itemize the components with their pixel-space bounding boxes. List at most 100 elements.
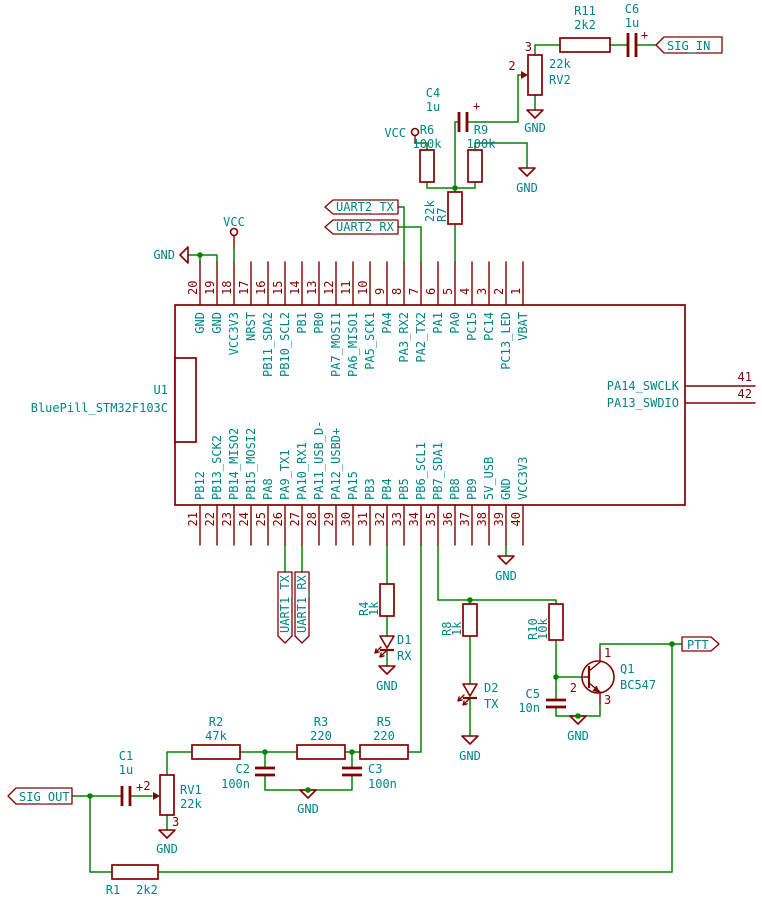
pin-number: 11	[339, 281, 353, 295]
pin-name: VCC3V3	[516, 457, 530, 500]
resistor-r1[interactable]: R1 2k2	[106, 864, 159, 897]
potentiometer-rv1[interactable]: 2 3 RV1 22k	[143, 774, 202, 829]
reference: C3	[368, 762, 382, 776]
pin-name: PA10_RX1	[295, 442, 309, 500]
capacitor-c6[interactable]: + C6 1u	[625, 2, 648, 57]
resistor-body	[296, 744, 346, 760]
power-vcc-r6[interactable]: VCC	[384, 126, 420, 144]
capacitor-c1[interactable]: + C1 1u	[119, 749, 143, 806]
value: 22k	[423, 200, 437, 222]
led-d2[interactable]: D2 TX	[457, 681, 499, 711]
pin-name: PB7_SDA1	[431, 442, 445, 500]
value: TX	[484, 697, 499, 711]
resistor-r8[interactable]: R8 1k	[440, 603, 478, 637]
reference: C6	[625, 2, 639, 16]
pin-number: 36	[441, 512, 455, 526]
power-gnd-rv2[interactable]: GND	[524, 109, 546, 135]
resistor-r7[interactable]: 22k R7	[423, 191, 463, 225]
vcc-symbol	[229, 227, 239, 237]
net-label-sig-in[interactable]: SIG_IN	[655, 36, 723, 54]
pin-name: PA2_TX2	[414, 312, 428, 363]
pin-number: 34	[407, 512, 421, 526]
value: 220	[373, 729, 395, 743]
label-outline	[655, 36, 723, 54]
resistor-r3[interactable]: R3 220	[296, 715, 346, 760]
potentiometer-rv2[interactable]: 3 2 22k RV2	[508, 40, 571, 96]
net-label-uart1-rx[interactable]: UART1_RX	[294, 571, 310, 644]
led-triangle	[379, 635, 395, 649]
capacitor-c4[interactable]: + C4 1u	[426, 86, 480, 132]
power-gnd-pin39[interactable]: GND	[495, 555, 517, 583]
gnd-symbol	[497, 555, 515, 565]
power-gnd-rv1[interactable]: GND	[156, 829, 178, 856]
pin-name: PA12_USBD+	[329, 428, 343, 500]
resistor-r2[interactable]: R2 47k	[191, 715, 241, 760]
resistor-r10[interactable]: R10 10k	[526, 603, 564, 641]
pin-number: 2	[508, 59, 515, 73]
pin-number: 39	[492, 512, 506, 526]
pin-name: PB10_SCL2	[278, 312, 292, 377]
power-gnd-top-left[interactable]: GND	[153, 246, 189, 264]
reference: R9	[474, 123, 488, 137]
pin-number: 38	[475, 512, 489, 526]
resistor-r6[interactable]: R6 100k	[413, 123, 443, 183]
pin-number: 3	[475, 288, 489, 295]
power-gnd-d1[interactable]: GND	[376, 665, 398, 693]
pin-name: PC13_LED	[499, 312, 513, 370]
power-gnd-d2[interactable]: GND	[459, 735, 481, 763]
reference: D2	[484, 681, 498, 695]
pin-name: PB12	[193, 471, 207, 500]
net-label-ptt[interactable]: PTT	[681, 636, 720, 652]
pin-number: 8	[390, 288, 404, 295]
net-label-text: UART2_TX	[336, 200, 395, 214]
reference: D1	[397, 633, 411, 647]
power-gnd-c2c3[interactable]: GND	[297, 789, 319, 816]
pin-number: 3	[525, 40, 532, 54]
pin-number: 1	[509, 288, 523, 295]
pin-number: 27	[288, 512, 302, 526]
capacitor-plates	[120, 786, 132, 806]
net-label-uart2-rx[interactable]: UART2_RX	[324, 219, 399, 235]
pin-name: PA8	[261, 478, 275, 500]
led-d1[interactable]: D1 RX	[374, 633, 412, 663]
emitter-arrow	[592, 685, 600, 693]
pin-number: 41	[738, 370, 752, 384]
reference: R1	[106, 883, 120, 897]
resistor-r11[interactable]: R11 2k2	[559, 4, 611, 53]
resistor-r4[interactable]: R4 1k	[357, 583, 395, 617]
reference: R4	[357, 602, 371, 616]
capacitor-c2[interactable]: C2 100n	[221, 762, 275, 791]
pin-name: PA4	[380, 312, 394, 334]
value: 10k	[536, 618, 550, 640]
pin-name: PB0	[312, 312, 326, 334]
power-vcc-pin18[interactable]: VCC	[223, 215, 245, 249]
label-outline	[324, 199, 399, 215]
net-label-text: SIG_OUT	[19, 790, 70, 804]
resistor-r9[interactable]: R9 100k	[467, 123, 497, 183]
capacitor-c3[interactable]: C3 100n	[342, 762, 397, 791]
reference: Q1	[620, 662, 634, 676]
power-gnd-q1[interactable]: GND	[567, 715, 589, 743]
ic-u1[interactable]: U1 BluePill_STM32F103C 20 19 18 17 16 15…	[31, 261, 756, 546]
pot-body	[527, 54, 543, 96]
pin-name: PA7_MOSI1	[329, 312, 343, 377]
ic-value: BluePill_STM32F103C	[31, 401, 168, 415]
value: 1u	[426, 100, 440, 114]
capacitor-plates	[626, 33, 638, 57]
junction-dot	[553, 674, 559, 680]
transistor-q1[interactable]: 1 2 3 Q1 BC547	[570, 646, 656, 707]
pin-number: 1	[604, 646, 611, 660]
power-label: GND	[153, 248, 175, 262]
net-label-uart1-tx[interactable]: UART1_TX	[277, 571, 293, 644]
polarity-plus: +	[473, 99, 480, 113]
net-label-uart2-tx[interactable]: UART2_TX	[324, 199, 399, 215]
capacitor-c5[interactable]: C5 10n	[518, 687, 566, 715]
resistor-r5[interactable]: R5 220	[359, 715, 409, 760]
power-label: GND	[516, 181, 538, 195]
gnd-symbol	[158, 829, 176, 839]
power-gnd-r9[interactable]: GND	[516, 167, 538, 195]
gnd-symbol	[526, 109, 544, 119]
net-label-sig-out[interactable]: SIG_OUT	[7, 787, 73, 805]
wiper-arrow	[521, 71, 528, 79]
reference: R6	[420, 123, 434, 137]
